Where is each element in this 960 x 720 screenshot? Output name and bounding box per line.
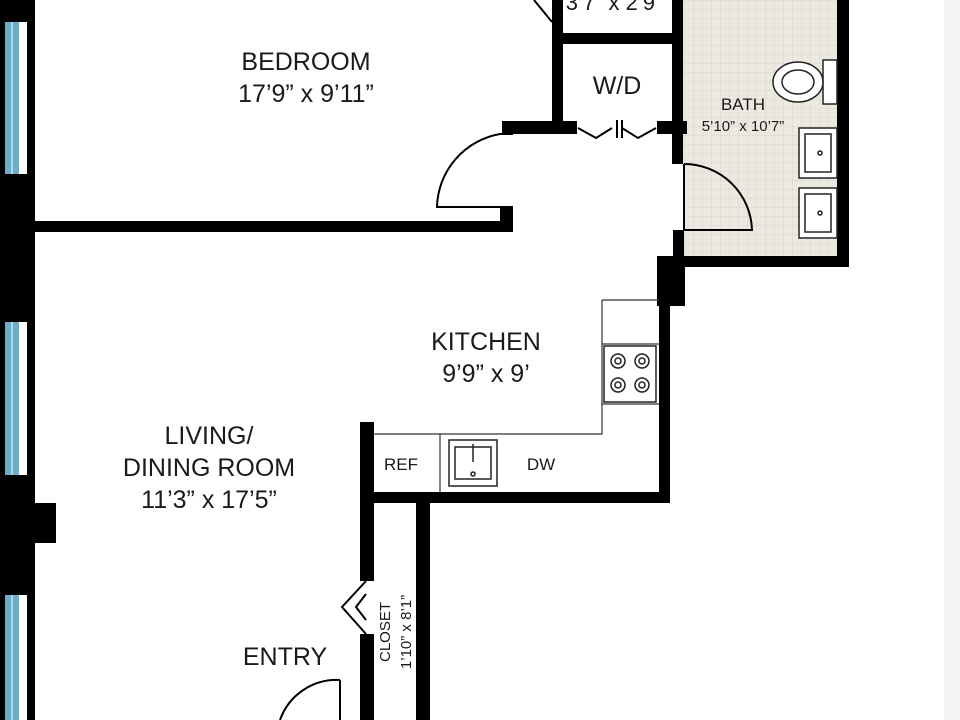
entry-name: ENTRY bbox=[243, 643, 328, 671]
top-closet-dims: 3’7” x 2’9” bbox=[566, 0, 663, 15]
closet-dims: 1’10” x 8’1” bbox=[398, 595, 415, 669]
ref-label: REF bbox=[384, 455, 418, 474]
doors bbox=[279, 0, 754, 720]
toilet-icon bbox=[772, 59, 838, 105]
living-name-line2: DINING ROOM bbox=[123, 454, 295, 482]
sink-icon bbox=[798, 127, 838, 239]
bath-dims: 5’10” x 10’7” bbox=[702, 118, 785, 135]
page-edge bbox=[944, 0, 960, 720]
dw-label: DW bbox=[527, 455, 555, 474]
bath-name: BATH bbox=[721, 95, 765, 114]
living-dims: 11’3” x 17’5” bbox=[141, 486, 277, 514]
bedroom-name: BEDROOM bbox=[241, 48, 370, 76]
bedroom-dims: 17’9” x 9’11” bbox=[238, 80, 374, 108]
wd-label: W/D bbox=[593, 72, 642, 100]
windows bbox=[5, 22, 27, 720]
stove-icon bbox=[603, 345, 657, 403]
closet-name: CLOSET bbox=[377, 602, 394, 662]
kitchen-name: KITCHEN bbox=[431, 328, 541, 356]
kitchen-dims: 9’9” x 9’ bbox=[442, 360, 530, 388]
kitchen-counter bbox=[374, 299, 659, 492]
living-name-line1: LIVING/ bbox=[165, 422, 254, 450]
sink-icon bbox=[448, 439, 498, 487]
